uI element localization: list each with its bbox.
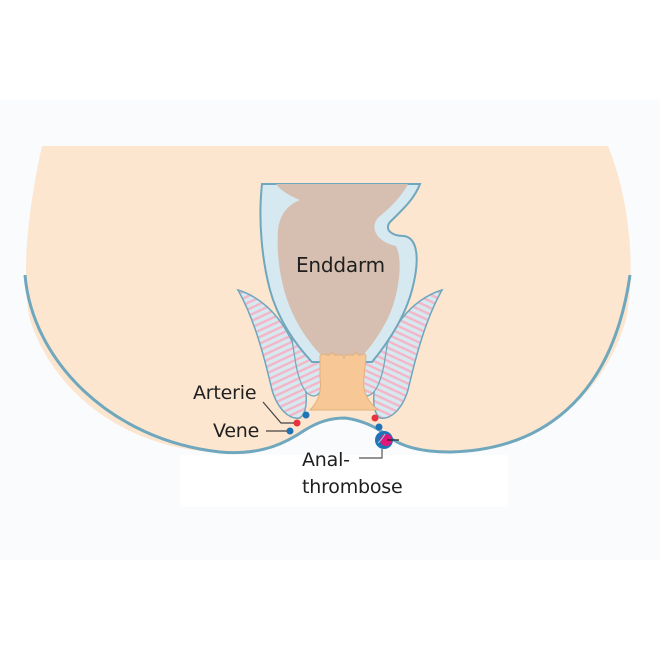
vein-dot-left-lower: [286, 427, 294, 435]
rectum-lumen: [276, 184, 408, 356]
label-analthrombose-line1: Anal-: [302, 449, 350, 471]
vein-dot-left-upper: [302, 411, 310, 419]
label-backdrop: [180, 455, 508, 507]
arterie-leader: [262, 401, 294, 424]
label-analthrombose-line2: thrombose: [302, 476, 403, 498]
label-analthrombose: Anal- thrombose: [302, 447, 403, 501]
skin-outline: [23, 274, 632, 455]
label-vene: Vene: [213, 420, 260, 442]
thrombose-leader: [359, 449, 383, 459]
external-sphincter-left: [236, 288, 307, 419]
label-enddarm: Enddarm: [296, 253, 385, 277]
artery-dot-right: [371, 414, 379, 422]
label-arterie: Arterie: [193, 382, 257, 404]
vein-dot-right: [375, 423, 383, 431]
anal-canal: [308, 350, 380, 411]
artery-dot-left: [293, 419, 301, 427]
